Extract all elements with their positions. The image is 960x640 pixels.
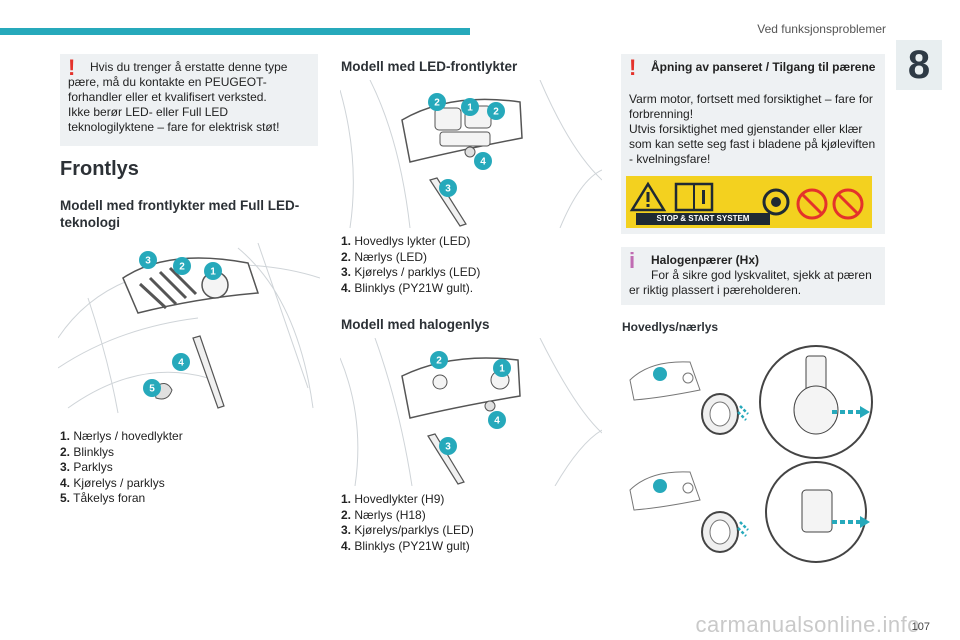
warning-body: Varm motor, fortsett med forsiktighet – … bbox=[629, 92, 876, 166]
warning-title: Åpning av panseret / Tilgang til pærene bbox=[651, 60, 876, 74]
callout-badge bbox=[172, 353, 190, 371]
safety-pictograms: STOP & START SYSTEM bbox=[626, 176, 872, 228]
callout-number: 3 bbox=[445, 184, 451, 195]
callout-badge bbox=[139, 251, 157, 269]
info-box-halogen: i Halogenpærer (Hx) For å sikre god lysk… bbox=[621, 247, 885, 305]
callout-number: 5 bbox=[149, 384, 155, 395]
legend-led: 1. Hovedlys lykter (LED) 2. Nærlys (LED)… bbox=[341, 234, 480, 296]
callout-badge bbox=[428, 93, 446, 111]
callout-badges: 2 1 4 3 bbox=[430, 351, 511, 455]
step-one bbox=[629, 345, 873, 459]
callout-badge bbox=[204, 262, 222, 280]
callout-number: 1 bbox=[467, 103, 473, 114]
legend-item: 3. Kjørelys / parklys (LED) bbox=[341, 265, 481, 279]
callout-number: 4 bbox=[178, 358, 184, 369]
legend-item: 1. Hovedlykter (H9) bbox=[341, 492, 445, 506]
pictogram-graphics bbox=[629, 181, 864, 220]
legend-item: 3. Kjørelys/parklys (LED) bbox=[341, 523, 474, 537]
illustration-full-led-headlamp: 3 2 1 4 5 bbox=[58, 242, 320, 414]
illustration-bulb-replacement bbox=[629, 345, 873, 563]
callout-badge bbox=[493, 359, 511, 377]
callout-number: 2 bbox=[493, 107, 499, 118]
callout-number: 3 bbox=[145, 256, 151, 267]
header-accent-bar bbox=[0, 28, 470, 35]
subheading-led-frontlykter: Modell med LED-frontlykter bbox=[341, 59, 518, 74]
legend-item: 2. Blinklys bbox=[60, 444, 115, 459]
info-title: Halogenpærer (Hx) bbox=[651, 253, 760, 267]
callout-badge bbox=[439, 179, 457, 197]
legend-halogen: 1. Hovedlykter (H9) 2. Nærlys (H18) 3. K… bbox=[341, 492, 474, 554]
page-number: 107 bbox=[911, 621, 930, 633]
callout-badge bbox=[430, 351, 448, 369]
info-body: For å sikre god lyskvalitet, sjekk at pæ… bbox=[629, 268, 872, 297]
callout-badge bbox=[143, 379, 161, 397]
callout-badges: 2 1 2 4 3 bbox=[428, 93, 505, 197]
legend-item: 4. Blinklys (PY21W gult). bbox=[341, 280, 474, 295]
subheading-hovedlys-naerlys: Hovedlys/nærlys bbox=[622, 320, 719, 334]
warning-icon: ! bbox=[68, 55, 76, 80]
callout-number: 1 bbox=[499, 364, 505, 375]
legend-item: 2. Nærlys (H18) bbox=[341, 507, 426, 522]
stop-start-label: STOP & START SYSTEM bbox=[636, 213, 770, 225]
callout-number: 4 bbox=[494, 416, 500, 427]
warning-icon: ! bbox=[629, 55, 637, 80]
callout-badge bbox=[173, 257, 191, 275]
callout-number: 3 bbox=[445, 442, 451, 453]
legend-item: 1. Nærlys / hovedlykter bbox=[60, 429, 183, 443]
section-heading-frontlys: Frontlys bbox=[60, 158, 139, 180]
legend-item: 2. Nærlys (LED) bbox=[341, 249, 428, 264]
legend-item: 1. Hovedlys lykter (LED) bbox=[341, 234, 471, 248]
callout-number: 2 bbox=[434, 98, 440, 109]
subheading-halogenlys: Modell med halogenlys bbox=[341, 317, 490, 332]
callout-number: 2 bbox=[436, 356, 442, 367]
callout-badge bbox=[487, 102, 505, 120]
no-tool-icon bbox=[832, 188, 864, 220]
legend-item: 4. Blinklys (PY21W gult) bbox=[341, 538, 470, 553]
callout-badge bbox=[474, 152, 492, 170]
callout-number: 4 bbox=[480, 157, 486, 168]
callout-number: 2 bbox=[179, 262, 185, 273]
legend-item: 3. Parklys bbox=[60, 460, 113, 474]
legend-item: 4. Kjørelys / parklys bbox=[60, 475, 165, 490]
warning-triangle-icon bbox=[629, 181, 667, 212]
warning-text: Hvis du trenger å erstatte denne type pæ… bbox=[68, 60, 288, 134]
callout-badge bbox=[461, 98, 479, 116]
callout-badges: 3 2 1 4 5 bbox=[139, 251, 222, 397]
step-two bbox=[629, 461, 870, 563]
callout-badge bbox=[488, 411, 506, 429]
warning-box-replacement: ! Hvis du trenger å erstatte denne type … bbox=[60, 54, 318, 146]
callout-badge bbox=[439, 437, 457, 455]
info-icon: i bbox=[629, 248, 636, 273]
no-hand-icon bbox=[796, 188, 828, 220]
legend-item: 5. Tåkelys foran bbox=[60, 491, 146, 505]
illustration-halogen-headlamp: 2 1 4 3 bbox=[340, 338, 602, 486]
watermark: carmanualsonline.info bbox=[695, 612, 920, 637]
fan-belt-icon bbox=[762, 188, 790, 216]
chapter-number: 8 bbox=[896, 40, 942, 90]
subheading-full-led: Modell med frontlykter med Full LED-tekn… bbox=[60, 198, 300, 230]
section-title: Ved funksjonsproblemer bbox=[757, 22, 886, 36]
illustration-led-headlamp: 2 1 2 4 3 bbox=[340, 80, 602, 228]
callout-number: 1 bbox=[210, 267, 216, 278]
legend-full-led: 1. Nærlys / hovedlykter 2. Blinklys 3. P… bbox=[60, 429, 183, 507]
